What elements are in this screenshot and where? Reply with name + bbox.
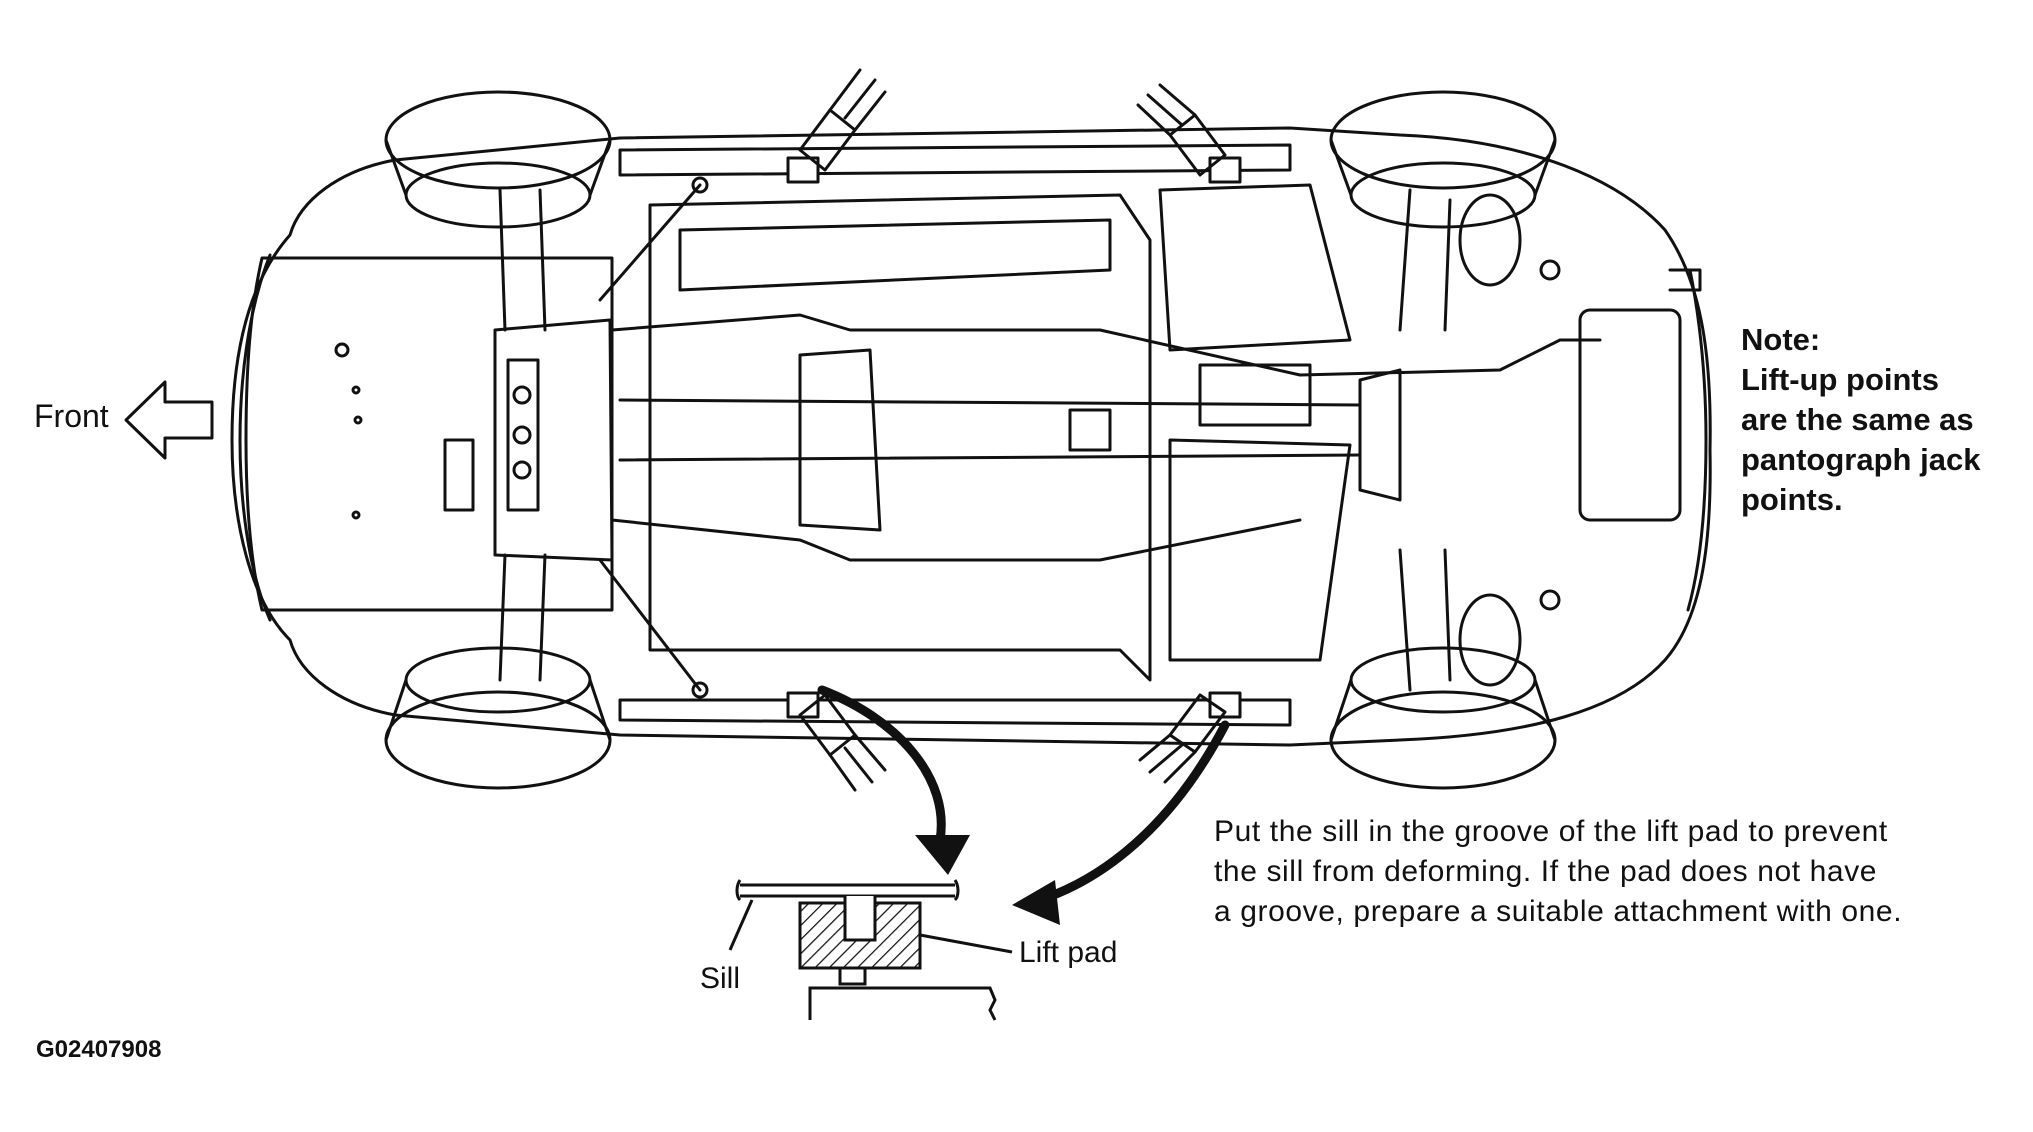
lift-pad-label: Lift pad	[1019, 936, 1118, 969]
lift-point-front-right	[786, 691, 887, 792]
driveshaft	[618, 398, 1362, 462]
instruction-line: the sill from deforming. If the pad does…	[1214, 855, 1878, 888]
note-line: points.	[1741, 482, 1843, 517]
floor-pan	[648, 193, 1152, 682]
instruction-line: a groove, prepare a suitable attachment …	[1214, 895, 1903, 928]
lift-pad-detail	[728, 879, 1013, 1021]
instruction-text: Put the sill in the groove of the lift p…	[1214, 812, 1902, 932]
front-arrow-icon	[124, 380, 214, 460]
engine-mount	[506, 358, 540, 512]
front-label: Front	[34, 398, 109, 434]
left-sill	[618, 143, 1292, 177]
exhaust-pipe-lower	[610, 518, 1302, 562]
lift-point-rear-right	[1138, 691, 1242, 784]
rear-left-wheel	[1329, 90, 1557, 229]
figure-code: G02407908	[36, 1036, 162, 1063]
curved-arrow-icon	[817, 685, 946, 845]
note-line: pantograph jack	[1741, 442, 1981, 477]
curved-arrow-icon-2	[1035, 720, 1230, 905]
rear-bumper	[1686, 268, 1708, 612]
note-line: Lift-up points	[1741, 362, 1939, 397]
sill-label: Sill	[700, 962, 741, 995]
front-left-wheel	[384, 90, 612, 229]
front-crossmember	[493, 318, 614, 562]
front-undercover	[244, 256, 614, 612]
note-block: Note: Lift-up points are the same as pan…	[1741, 320, 1980, 520]
rear-right-wheel	[1329, 646, 1557, 790]
exhaust-catalyst	[1198, 363, 1312, 427]
note-line: are the same as	[1741, 402, 1974, 437]
right-sill	[618, 698, 1292, 727]
note-heading: Note:	[1741, 322, 1821, 357]
muffler	[1578, 308, 1682, 522]
instruction-line: Put the sill in the groove of the lift p…	[1214, 815, 1888, 848]
lift-point-rear-left	[1136, 83, 1242, 184]
lift-point-front-left	[786, 68, 887, 184]
fuel-tank-left	[1158, 183, 1352, 352]
universal-joint	[1068, 408, 1112, 452]
exhaust-pipe-upper	[610, 313, 1602, 377]
callout-arrows	[817, 685, 1230, 905]
fuel-tank-right	[1168, 438, 1352, 662]
transmission	[798, 348, 882, 532]
cover-slot	[443, 438, 475, 512]
car-body-outline	[230, 126, 1712, 747]
front-right-wheel	[384, 646, 612, 790]
